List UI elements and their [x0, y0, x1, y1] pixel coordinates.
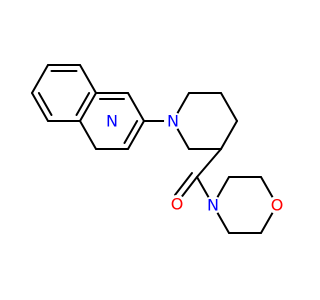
quinoline-nitrogen-label: N — [106, 112, 118, 131]
atom-label-quinoline-n: N — [103, 112, 121, 131]
quinoline-pyridine-ring — [79, 92, 145, 150]
bond — [179, 176, 198, 200]
bond — [127, 120, 145, 150]
piperidine-nitrogen-label: N — [167, 112, 179, 131]
bond — [31, 64, 49, 94]
carbonyl-oxygen-label: O — [171, 195, 184, 214]
bond — [127, 92, 145, 122]
atom-label-background — [103, 112, 121, 130]
carbonyl-double-bond — [174, 172, 198, 200]
atom-label-piperidine-n: N — [164, 112, 182, 131]
molecule-canvas: N N N O O — [0, 0, 300, 300]
double-bond — [174, 172, 193, 196]
amide-nitrogen-label: N — [207, 196, 219, 215]
atom-label-background — [204, 196, 222, 214]
bond — [79, 120, 97, 150]
atom-label-background — [268, 196, 286, 214]
atom-label-amide-n: N — [204, 196, 222, 215]
bond — [220, 92, 238, 122]
molecule-structure: N N N O O — [0, 0, 300, 300]
atom-label-carbonyl-o: O — [168, 195, 186, 214]
morpholine-oxygen-label: O — [271, 196, 284, 215]
double-bond — [37, 92, 53, 116]
bond — [220, 120, 238, 150]
atom-label-background — [164, 112, 182, 130]
bond — [79, 92, 97, 122]
background — [0, 0, 300, 300]
bond — [79, 64, 97, 94]
double-bond — [123, 120, 139, 144]
atom-label-background — [168, 195, 186, 213]
atom-label-morpholine-o: O — [268, 196, 286, 215]
bond — [31, 92, 49, 122]
bond — [196, 148, 222, 178]
double-bond — [75, 92, 91, 116]
quinoline-benzo-ring — [31, 64, 97, 122]
